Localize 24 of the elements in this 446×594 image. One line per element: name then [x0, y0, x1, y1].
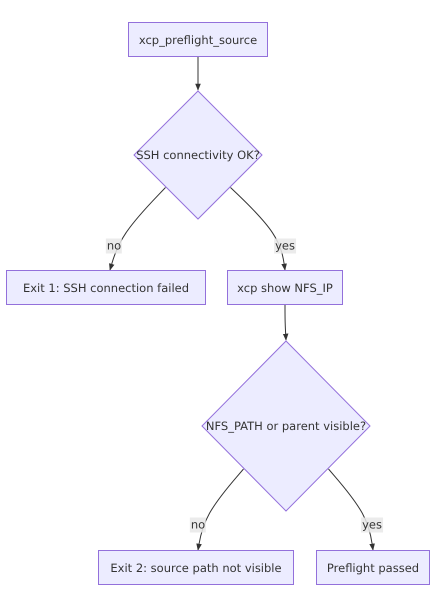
node-label: Exit 1: SSH connection failed [22, 280, 190, 294]
node-label: xcp_preflight_source [138, 32, 258, 46]
decision-diamond [133, 90, 263, 220]
arrow [230, 187, 287, 271]
arrow [282, 304, 288, 341]
node-label: NFS_PATH or parent visible? [206, 419, 366, 433]
process-box [128, 22, 268, 57]
node-label: Exit 2: source path not visible [110, 560, 282, 574]
decision-diamond [201, 340, 371, 512]
arrow [196, 468, 244, 551]
process-box [6, 270, 206, 305]
arrow [328, 468, 375, 551]
arrow [195, 56, 201, 91]
process-box [227, 270, 343, 305]
edge-label: yes [361, 518, 383, 532]
edge-label: yes [274, 238, 296, 254]
node-label: SSH connectivity OK? [136, 148, 260, 162]
edge-label: no [190, 518, 206, 532]
process-box [316, 550, 430, 585]
node-label: xcp show NFS_IP [237, 280, 333, 294]
edge-label: no [106, 238, 122, 254]
process-box [98, 550, 294, 585]
arrow [109, 187, 166, 271]
node-label: Preflight passed [326, 560, 420, 574]
